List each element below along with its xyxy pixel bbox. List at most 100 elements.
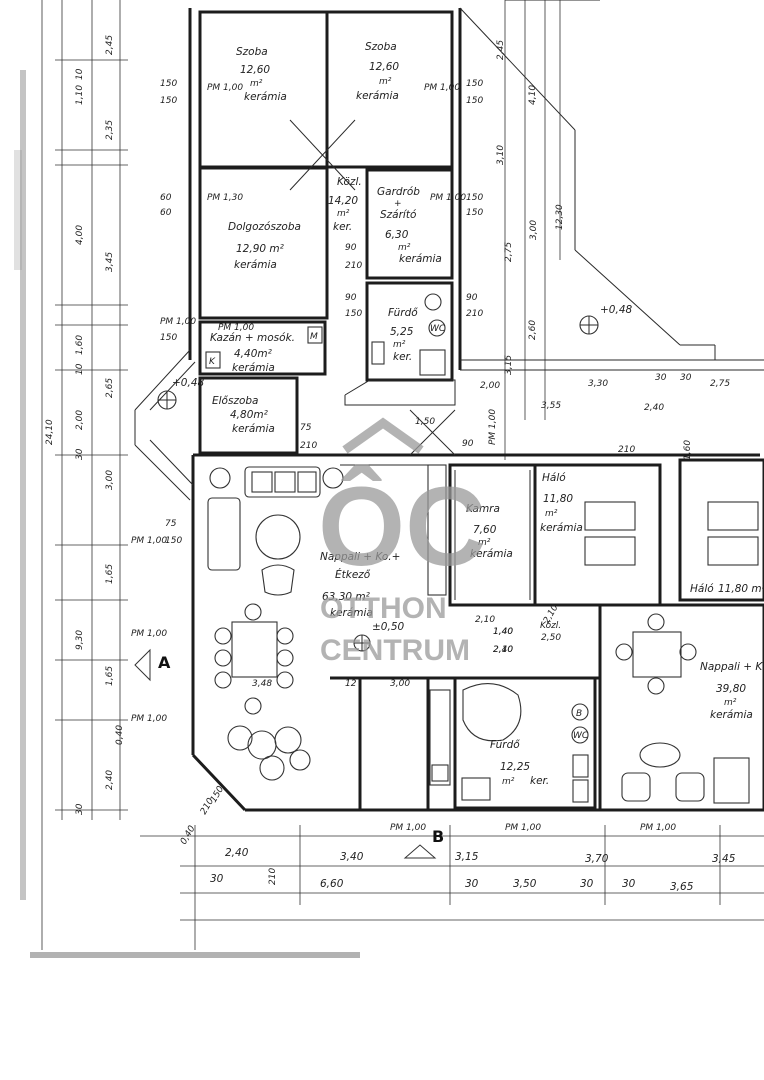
dims-left-label: 0,40 [115, 725, 125, 745]
openings-label: 75 [165, 519, 177, 529]
openings-label: 210 [466, 309, 483, 319]
room-kozl-2-name: Közl. [540, 621, 561, 631]
dims-bottom-label: 30 [465, 878, 479, 890]
openings-label: PM 1,00 [424, 83, 460, 93]
room-kazan-name: Kazán + mosók. [210, 332, 295, 344]
room-halo-1-unit: m² [545, 509, 558, 519]
watermark-line-2: CENTRUM [320, 634, 470, 667]
room-szoba-1-name: Szoba [236, 46, 268, 58]
section-mark-a: A [158, 653, 171, 672]
dims-left-label: 9,30 [75, 630, 85, 650]
openings-label: PM 1,00 [131, 629, 167, 639]
room-szoba-2-name: Szoba [365, 41, 397, 53]
openings-label: 210 [268, 868, 278, 885]
dims-inner-label: 3,55 [541, 401, 561, 411]
dims-inner-label: 30 [655, 373, 667, 383]
room-furdo-1-name: Fürdő [388, 307, 418, 319]
kazan-k-label: K [209, 357, 216, 367]
openings-label: PM 1,00 [131, 536, 167, 546]
dims-inner-label: 1,50 [415, 417, 435, 427]
room-nappali-2-name: Nappali + K [700, 661, 763, 673]
dims-inner-label: 3,30 [588, 379, 608, 389]
room-kozl-name: Közl. [337, 176, 362, 188]
dims-bottom-label: 3,15 [455, 851, 479, 863]
dims-bottom-label: 3,45 [712, 853, 736, 865]
right-dimension-lines [504, 0, 600, 460]
dims-left-label: 2,35 [105, 120, 115, 140]
dims-left-label: 30 [75, 803, 85, 815]
dims-bottom-label: 2,40 [225, 847, 249, 859]
openings-label: PM 1,00 [488, 409, 498, 445]
dims-bottom-label: 30 [210, 873, 224, 885]
bidet-label: B [576, 709, 582, 719]
dims-right-label: 3,10 [496, 145, 506, 165]
room-nappali-floor: kerámia [330, 607, 373, 619]
openings-label: PM 1,00 [640, 823, 676, 833]
dims-bottom-label: 3,65 [670, 881, 694, 893]
level-outside: +0,48 [600, 304, 632, 316]
room-kozl-2-area: 2,50 [541, 633, 561, 643]
room-nappali-area: 63,30 m² [322, 591, 371, 603]
dims-inner-label: 30 [680, 373, 692, 383]
dims-inner-label: 2,00 [480, 381, 500, 391]
dims-bottom-label: 30 [622, 878, 636, 890]
openings-label: PM 1,00 [160, 317, 196, 327]
openings-label: 150 [466, 96, 483, 106]
room-nappali-name: Nappali + Ko.+ [320, 551, 400, 563]
openings-label: 150 [466, 193, 483, 203]
openings-label: PM 1,00 [207, 83, 243, 93]
scan-edge-left [20, 70, 26, 900]
level-nappali: ±0,50 [372, 621, 404, 633]
dims-left-label: 1,65 [105, 564, 115, 584]
dims-left-label: 2,65 [105, 378, 115, 398]
room-furdo-1-area: 5,25 [390, 326, 414, 338]
dims-inner-label: 1,40 [493, 627, 513, 637]
openings-label: 150 [466, 79, 483, 89]
room-halo-2-name: Háló [690, 583, 714, 595]
openings-label: 150 [160, 96, 177, 106]
dims-right-label: 3,00 [529, 220, 539, 240]
openings-label: PM 1,00 [505, 823, 541, 833]
room-halo-1-floor: kerámia [540, 522, 583, 534]
dims-inner-label: 2,75 [710, 379, 730, 389]
room-szoba-1-floor: kerámia [244, 91, 287, 103]
dims-left-label: 2,00 [75, 410, 85, 430]
room-kazan-floor: kerámia [232, 362, 275, 374]
openings-label: PM 1,00 [218, 323, 254, 333]
scan-edge-bottom [30, 952, 360, 958]
dims-bottom-label: 3,40 [340, 851, 364, 863]
room-gardrob-plus: + [394, 199, 402, 209]
room-halo-2-area: 11,80 m² [718, 583, 764, 595]
dims-inner-label: 1,60 [683, 440, 693, 460]
openings-label: 60 [160, 208, 172, 218]
openings-label: PM 1,00 [131, 714, 167, 724]
openings-label: 150 [160, 79, 177, 89]
dims-right-label: 2,45 [496, 40, 506, 60]
walls [134, 7, 764, 812]
dims-left-label: 10 [75, 363, 85, 375]
dims-left-label: 30 [75, 448, 85, 460]
room-kamra-floor: kerámia [470, 548, 513, 560]
dims-bottom-label: 30 [580, 878, 594, 890]
dims-right-label: 12,30 [555, 204, 565, 230]
dims-inner-label: 3,00 [390, 679, 410, 689]
room-gardrob-floor: kerámia [399, 253, 442, 265]
room-dolgozo-area: 12,90 m² [236, 243, 285, 255]
room-dolgozo-floor: kerámia [234, 259, 277, 271]
room-furdo-2-name: Fürdő [490, 739, 520, 751]
dims-right-label: 4,10 [528, 85, 538, 105]
dims-bottom-label: 3,50 [513, 878, 537, 890]
room-kamra-name: Kamra [466, 503, 500, 515]
room-szoba-1-unit: m² [250, 79, 263, 89]
room-eloszoba-area: 4,80m² [230, 409, 269, 421]
fixture-labels: WC WC B K M [209, 324, 589, 741]
openings-label: 150 [345, 309, 362, 319]
room-furdo-2-area: 12,25 [500, 761, 530, 773]
level-eloszoba: +0,48 [172, 377, 204, 389]
openings-label: PM 1,00 [390, 823, 426, 833]
openings-label: 60 [160, 193, 172, 203]
openings-label: 2,40 [493, 645, 513, 655]
